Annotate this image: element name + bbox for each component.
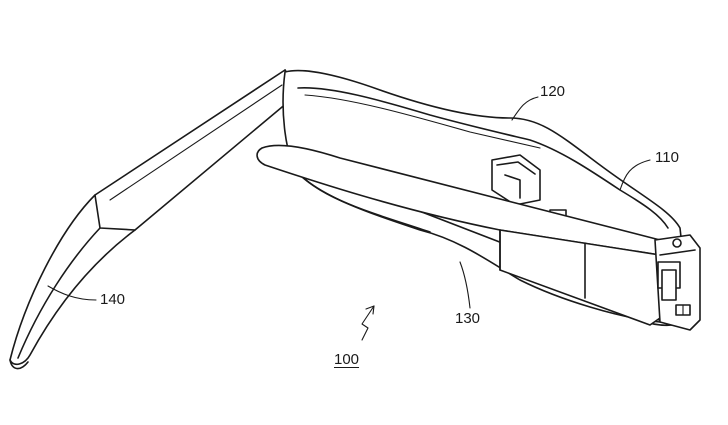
leader-lines	[47, 96, 651, 341]
ref-label-130: 130	[455, 310, 481, 327]
housing-110	[654, 234, 701, 331]
temple-arm-140	[9, 69, 301, 370]
ref-label-100: 100	[334, 351, 360, 368]
ref-label-110: 110	[655, 149, 679, 166]
ref-label-120: 120	[540, 83, 566, 100]
ref-label-140: 140	[100, 291, 126, 308]
main-housing-130	[256, 144, 669, 326]
